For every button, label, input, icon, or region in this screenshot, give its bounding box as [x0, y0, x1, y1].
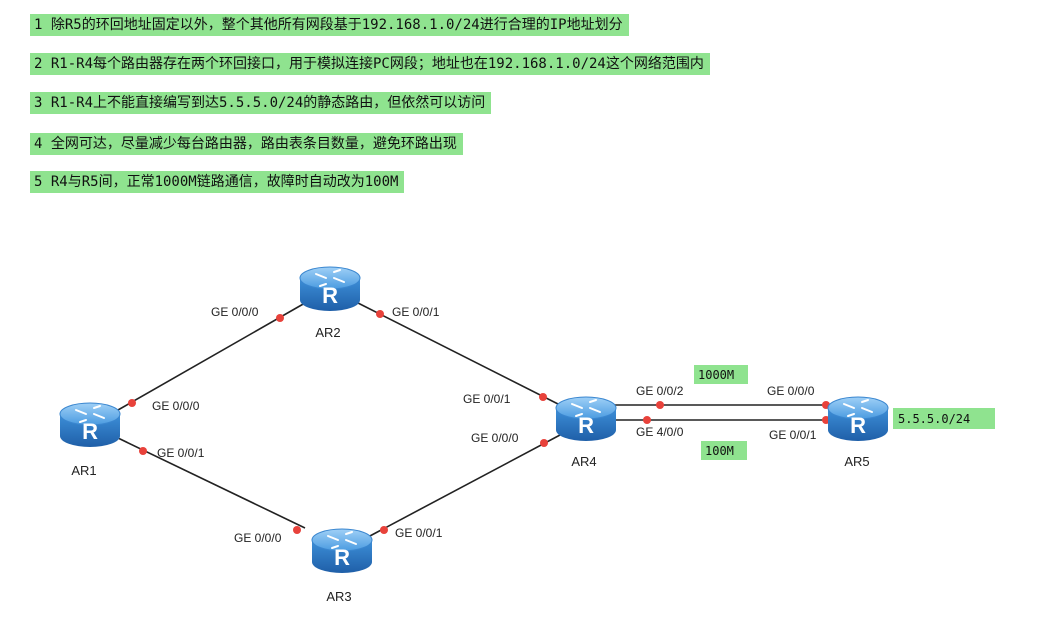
router-icon	[299, 266, 361, 312]
port-label-ar4-g001: GE 0/0/1	[463, 392, 511, 406]
router-icon	[555, 396, 617, 442]
port-label-ar2-g000: GE 0/0/0	[211, 305, 259, 319]
router-ar3[interactable]	[311, 528, 373, 574]
speed-tag-1000m-bg	[694, 365, 748, 384]
r5-network-tag-bg	[893, 408, 995, 429]
port-dot-ar2-g001	[376, 310, 384, 318]
port-dot-ar4-g002	[656, 401, 664, 409]
requirement-4: 4 全网可达，尽量减少每台路由器，路由表条目数量，避免环路出现	[30, 133, 463, 155]
port-label-ar4-g400: GE 4/0/0	[636, 425, 684, 439]
port-dot-ar3-g000	[293, 526, 301, 534]
port-dot-ar3-g001	[380, 526, 388, 534]
requirement-2: 2 R1-R4每个路由器存在两个环回接口，用于模拟连接PC网段；地址也在192.…	[30, 53, 710, 75]
requirement-1: 1 除R5的环回地址固定以外，整个其他所有网段基于192.168.1.0/24进…	[30, 14, 629, 36]
port-label-ar1-g001: GE 0/0/1	[157, 446, 205, 460]
router-ar5[interactable]	[827, 396, 889, 442]
router-label-ar1: AR1	[71, 463, 96, 478]
router-label-ar2: AR2	[315, 325, 340, 340]
router-ar4[interactable]	[555, 396, 617, 442]
port-label-ar3-g001: GE 0/0/1	[395, 526, 443, 540]
router-label-ar5: AR5	[844, 454, 869, 469]
port-label-ar4-g000: GE 0/0/0	[471, 431, 519, 445]
port-dot-ar4-g001	[539, 393, 547, 401]
router-icon	[827, 396, 889, 442]
link-ar2-ar4	[357, 302, 561, 406]
requirement-5: 5 R4与R5间，正常1000M链路通信，故障时自动改为100M	[30, 171, 405, 193]
router-ar1[interactable]	[59, 402, 121, 448]
port-dot-ar2-g000	[276, 314, 284, 322]
port-dot-ar1-g000	[128, 399, 136, 407]
port-label-ar2-g001: GE 0/0/1	[392, 305, 440, 319]
link-ar1-ar3	[117, 437, 306, 529]
requirement-3: 3 R1-R4上不能直接编写到达5.5.5.0/24的静态路由，但依然可以访问	[30, 92, 492, 114]
port-label-ar1-g000: GE 0/0/0	[152, 399, 200, 413]
speed-tag-100m-bg	[701, 441, 747, 460]
port-dot-ar4-g000	[540, 439, 548, 447]
port-label-ar4-g002: GE 0/0/2	[636, 384, 684, 398]
router-label-ar4: AR4	[571, 454, 596, 469]
speed-tag-100m: 100M	[705, 444, 734, 458]
port-dot-ar1-g001	[139, 447, 147, 455]
port-dot-ar4-g400	[643, 416, 651, 424]
router-icon	[311, 528, 373, 574]
port-label-ar5-g000: GE 0/0/0	[767, 384, 815, 398]
link-ar3-ar4	[367, 434, 561, 538]
router-icon	[59, 402, 121, 448]
speed-tag-1000m: 1000M	[698, 368, 734, 382]
port-label-ar5-g001: GE 0/0/1	[769, 428, 817, 442]
port-label-ar3-g000: GE 0/0/0	[234, 531, 282, 545]
r5-network-tag: 5.5.5.0/24	[898, 412, 970, 426]
router-ar2[interactable]	[299, 266, 361, 312]
router-label-ar3: AR3	[326, 589, 351, 604]
link-ar1-ar2	[117, 302, 306, 411]
